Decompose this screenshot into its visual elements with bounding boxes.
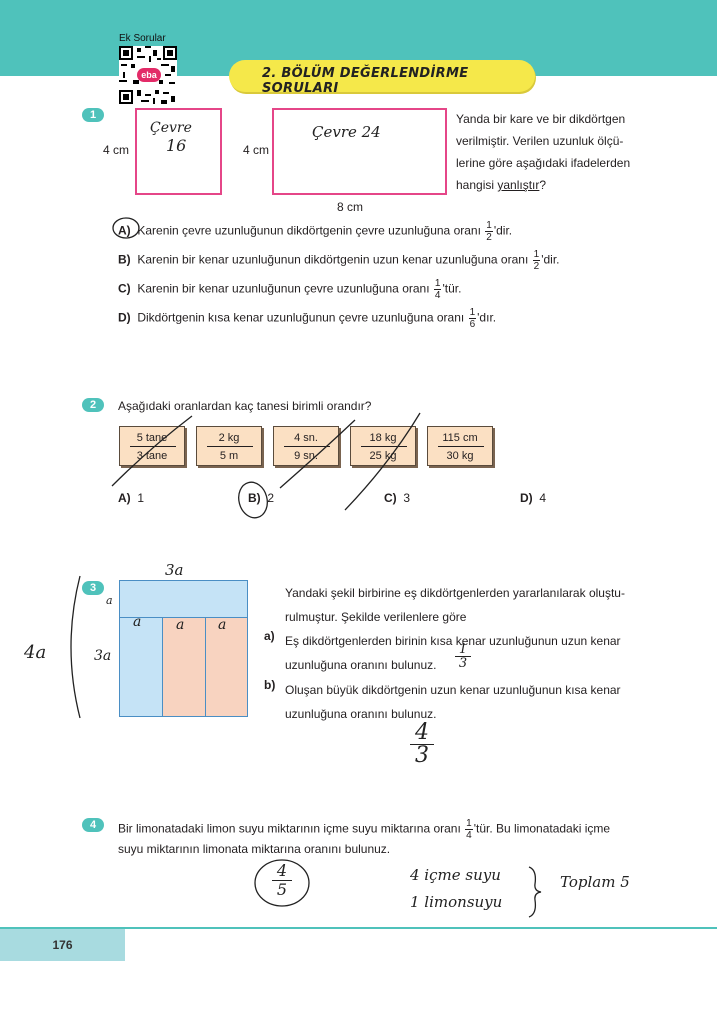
- handwritten-brace: [528, 866, 542, 918]
- q2-prompt: Aşağıdaki oranlardan kaç tanesi birimli …: [118, 399, 372, 413]
- qr-code[interactable]: [119, 46, 177, 104]
- q4-prompt-line-2: suyu miktarının limonata miktarına oranı…: [118, 842, 391, 856]
- handwritten-rect-perimeter: Çevre 24: [312, 123, 381, 141]
- answer-circle-a: [112, 217, 140, 239]
- handwritten-square-perimeter-label: Çevre: [150, 120, 192, 136]
- question-number-1: 1: [82, 108, 104, 122]
- q3-part-a-letter: a): [264, 629, 275, 643]
- q1-option-c[interactable]: C) Karenin bir kenar uzunluğunun çevre u…: [118, 278, 462, 301]
- question-number-4: 4: [82, 818, 104, 832]
- handwritten-square-perimeter-value: 16: [166, 136, 187, 155]
- q1-prompt-last-line: hangisi yanlıştır?: [456, 178, 547, 192]
- page-number: 176: [52, 938, 73, 952]
- handwritten-cell-a-2: a: [176, 617, 185, 633]
- handwritten-3a-top: 3a: [165, 561, 184, 579]
- handwritten-total: Toplam 5: [560, 873, 630, 891]
- q1-option-a[interactable]: A) Karenin çevre uzunluğunun dikdörtgeni…: [118, 220, 513, 243]
- answer-circle-b: [238, 481, 268, 519]
- q1-option-b[interactable]: B) Karenin bir kenar uzunluğunun dikdört…: [118, 249, 560, 272]
- square-side-label: 4 cm: [103, 143, 130, 157]
- handwritten-cell-a-3: a: [218, 617, 227, 633]
- section-title: 2. BÖLÜM DEĞERLENDİRME SORULARI: [262, 66, 469, 96]
- handwritten-answer-circle: [254, 859, 310, 907]
- handwritten-answer-b: 4 3: [410, 722, 434, 767]
- q3-part-b-letter: b): [264, 678, 276, 692]
- rect-height-label: 4 cm: [243, 143, 270, 157]
- handwritten-note-water: 4 içme suyu: [410, 866, 501, 884]
- vertical-rectangle-1: [119, 617, 163, 717]
- rect-width-label: 8 cm: [337, 200, 364, 214]
- handwritten-answer-4: 4 5: [272, 862, 292, 899]
- q1-prompt: Yanda bir kare ve bir dikdörtgen verilmi…: [456, 108, 630, 196]
- handwritten-3a-side: 3a: [94, 648, 112, 664]
- handwritten-bracket: [70, 575, 81, 719]
- question-number-2: 2: [82, 398, 104, 412]
- handwritten-4a: 4a: [24, 642, 47, 663]
- rectangle-figure: [272, 108, 447, 195]
- page-number-box: [0, 929, 125, 961]
- q2-answer-b[interactable]: B) 2: [248, 491, 275, 505]
- top-rectangle: [119, 580, 248, 618]
- q2-answer-d[interactable]: D) 4: [520, 491, 547, 505]
- question-number-3: 3: [82, 581, 104, 595]
- q3-part-b: Oluşan büyük dikdörtgenin uzun kenar uzu…: [285, 683, 621, 721]
- footer-band: [0, 927, 717, 929]
- q2-answer-c[interactable]: C) 3: [384, 491, 411, 505]
- qr-label: Ek Sorular: [119, 33, 166, 44]
- handwritten-cell-a-1: a: [133, 614, 142, 630]
- handwritten-note-lemon: 1 limonsuyu: [410, 893, 503, 911]
- handwritten-crossouts: [111, 412, 421, 511]
- eba-logo: eba: [137, 68, 161, 82]
- handwritten-a-side: a: [106, 594, 113, 607]
- q3-prompt: Yandaki şekil birbirine eş dikdörtgenler…: [285, 586, 625, 624]
- title-banner: [229, 60, 535, 92]
- q3-part-a: Eş dikdörtgenlerden birinin kısa kenar u…: [285, 634, 621, 672]
- q4-prompt-line-1: Bir limonatadaki limon suyu miktarının i…: [118, 818, 611, 841]
- vertical-rectangle-3: [205, 617, 248, 717]
- handwritten-answer-a: 1 3: [455, 643, 471, 670]
- q2-answer-a[interactable]: A) 1: [118, 491, 145, 505]
- q1-option-d[interactable]: D) Dikdörtgenin kısa kenar uzunluğunun ç…: [118, 307, 497, 330]
- square-figure: [135, 108, 222, 195]
